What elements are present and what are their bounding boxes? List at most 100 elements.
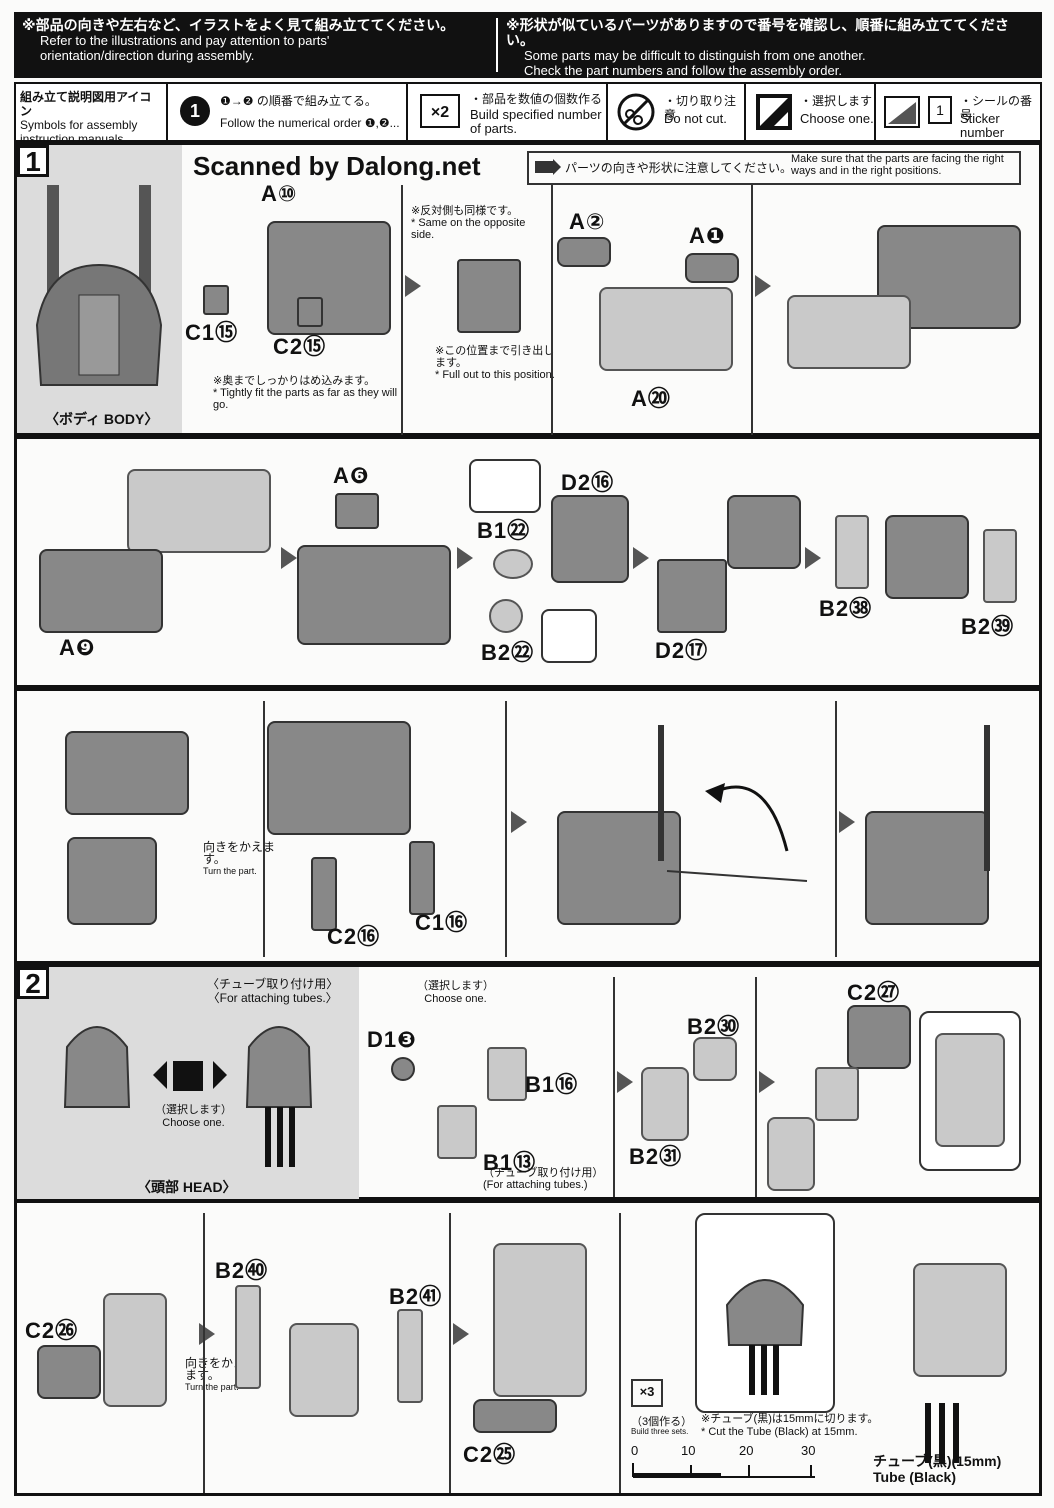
part-head-frame [815, 1067, 859, 1121]
divider [401, 185, 403, 435]
part-head-assembled [493, 1243, 587, 1397]
order-jp: ❶→❷ の順番で組み立てる。 [220, 94, 377, 108]
tip-jp: パーツの向きや形状に注意してください。 [565, 161, 793, 175]
part-torso [297, 545, 451, 645]
head-thumbnail: 〈チューブ取り付け用〉 〈For attaching tubes.〉 （選択しま… [17, 967, 359, 1199]
tube-label-jp: チューブ(黒)(15mm) [873, 1453, 1002, 1469]
body-label: 〈ボディ BODY〉 [45, 411, 159, 427]
step-arrow-icon [805, 547, 821, 569]
tube-label-en: Tube (Black) [873, 1469, 956, 1485]
part-body-final [865, 811, 989, 925]
note-turn-en: Turn the part. [203, 866, 257, 876]
icon-legend: 組み立て説明図用アイコン Symbols for assembly instru… [14, 82, 1042, 146]
banner-right-en2: Check the part numbers and follow the as… [524, 63, 842, 78]
part-c2-25 [473, 1399, 557, 1433]
divider [505, 701, 507, 957]
label-d1-3: D1❸ [367, 1027, 417, 1052]
choose-jp: ・選択します [800, 94, 873, 108]
step2-row2: C2㉖ 向きをかえます。 Turn the part. B2㊵ B2㊶ C2㉕ … [14, 1200, 1042, 1496]
ruler-0: 0 [631, 1443, 639, 1458]
label-b2-39: B2㊴ [961, 614, 1015, 639]
body-thumbnail: 〈ボディ BODY〉 [17, 145, 182, 433]
detail-b1-22 [469, 459, 541, 513]
step-arrow-icon [759, 1071, 775, 1093]
x3-jp: （3個作る） [631, 1416, 693, 1428]
label-c1-16: C1⑯ [415, 910, 469, 935]
part-b1-16 [487, 1047, 527, 1101]
divider [203, 1213, 205, 1493]
ruler-scale-icon [632, 1463, 815, 1478]
banner-left-en1: Refer to the illustrations and pay atten… [40, 33, 330, 48]
part-b2-40 [235, 1285, 261, 1389]
banner-left-jp: ※部品の向きや左右など、イラストをよく見て組み立ててください。 [22, 17, 455, 33]
divider [551, 185, 553, 435]
label-b1-16: B1⑯ [525, 1072, 579, 1097]
legend-cut: ・切り取り注意 Do not cut. [606, 84, 746, 140]
tip-arrow-icon [535, 159, 561, 175]
instruction-banner: ※部品の向きや左右など、イラストをよく見て組み立ててください。 Refer to… [14, 12, 1042, 78]
choose-en: Choose one. [800, 111, 874, 126]
part-c1-15 [203, 285, 229, 315]
watermark: Scanned by Dalong.net [193, 151, 481, 181]
legend-choose: ・選択します Choose one. [744, 84, 876, 140]
note-pull-en: * Full out to this position. [435, 369, 555, 381]
step2-row1: 〈チューブ取り付け用〉 〈For attaching tubes.〉 （選択しま… [14, 964, 1042, 1200]
ruler-20: 20 [739, 1443, 754, 1458]
step1-row1: 〈ボディ BODY〉 1 Scanned by Dalong.net パーツの向… [14, 142, 1042, 436]
part-d2-16-assembled [727, 495, 801, 569]
part-d1-3 [391, 1057, 415, 1081]
b1-13-note: （チューブ取り付け用） (For attaching tubes.) [483, 1167, 603, 1191]
divider [835, 701, 837, 957]
step-arrow-icon [281, 547, 297, 569]
part-a9 [39, 549, 163, 633]
note-pull: ※この位置まで引き出します。 * Full out to this positi… [435, 345, 565, 381]
label-c2-15: C2⑮ [273, 334, 327, 359]
step-arrow-icon [453, 1323, 469, 1345]
tube-insert-icon [925, 1403, 959, 1463]
legend-sticker: 1 ・シールの番号 Sticker number [874, 84, 1042, 140]
part-b1-22 [493, 549, 533, 579]
divider [449, 1213, 451, 1493]
note-tight-jp: ※奥までしっかりはめ込みます。 [213, 375, 376, 387]
label-c2-26: C2㉖ [25, 1318, 79, 1343]
note-opposite-jp: ※反対側も同様です。 [411, 205, 519, 217]
tube-label: チューブ(黒)(15mm) Tube (Black) [873, 1453, 1001, 1485]
banner-divider [496, 18, 498, 72]
legend-order: 1 ❶→❷ の順番で組み立てる。 Follow the numerical or… [166, 84, 408, 140]
step-arrow-icon [511, 811, 527, 833]
tube-cut-en: * Cut the Tube (Black) at 15mm. [701, 1426, 858, 1438]
part-b2-30 [693, 1037, 737, 1081]
note-opposite-en: * Same on the opposite side. [411, 217, 526, 241]
banner-right-jp: ※形状が似ているパーツがありますので番号を確認し、順番に組み立ててください。 [506, 17, 1009, 48]
label-a2: A② [569, 209, 606, 234]
build-jp: ・部品を数値の個数作る [470, 92, 603, 106]
note-turn-2-en: Turn the part. [185, 1382, 239, 1392]
cut-jp: ・切り取り注意 [664, 94, 737, 122]
head-figure-icon [63, 1026, 313, 1167]
step-arrow-icon [199, 1323, 215, 1345]
label-c2-16: C2⑯ [327, 924, 381, 949]
label-c2-27: C2㉗ [847, 980, 901, 1005]
part-c2-26 [37, 1345, 101, 1399]
tube-cut-note: ※チューブ(黒)は15mmに切ります。 * Cut the Tube (Blac… [701, 1413, 878, 1439]
part-head-right [913, 1263, 1007, 1377]
part-d2-17 [657, 559, 727, 633]
choose-note-2: （選択します） Choose one. [417, 977, 494, 1005]
do-not-cut-icon [617, 93, 655, 131]
label-b1-13: B1⑬ [483, 1150, 537, 1175]
parts-direction-tip: パーツの向きや形状に注意してください。 Make sure that the p… [527, 151, 1021, 185]
step1-row2: A❾ A❻ B1㉒ B2㉒ D2⑯ D2⑰ B2㊳ B2㊴ [14, 436, 1042, 688]
note-turn: 向きをかえます。 Turn the part. [203, 841, 283, 877]
choose-note-jp: （選択します） [155, 1104, 232, 1116]
part-c2-15 [297, 297, 323, 327]
note-pull-jp: ※この位置まで引き出します。 [435, 345, 555, 369]
b1-13-note-jp: （チューブ取り付け用） [483, 1167, 604, 1179]
divider [619, 1213, 621, 1493]
sticker-jp: ・シールの番号 [960, 94, 1033, 122]
divider [751, 185, 753, 435]
body-figure-icon [35, 185, 163, 386]
step-arrow-icon [839, 811, 855, 833]
label-a9: A❾ [59, 635, 96, 660]
part-d2-16 [551, 495, 629, 583]
step-arrow-icon [405, 275, 421, 297]
